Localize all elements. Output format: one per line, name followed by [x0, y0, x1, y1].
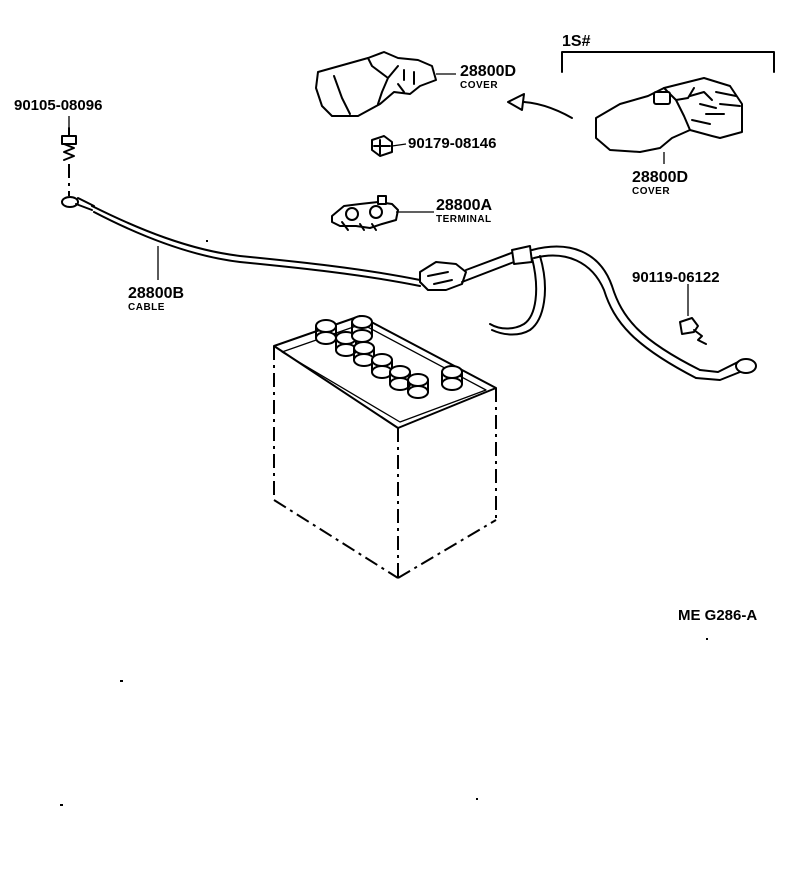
screw-illustration	[679, 317, 707, 345]
terminal-name: TERMINAL	[436, 214, 492, 225]
cover-left-callout: 28800D COVER	[436, 63, 516, 91]
cable-name: CABLE	[128, 302, 165, 313]
cover-right-name: COVER	[632, 186, 670, 197]
terminal-callout: 28800A TERMINAL	[396, 197, 492, 225]
bolt-illustration	[61, 127, 77, 196]
nut-illustration	[371, 135, 393, 157]
screw-number: 90119-06122	[632, 269, 720, 286]
terminal-number: 28800A	[436, 197, 492, 214]
cover-right-number: 28800D	[632, 169, 688, 186]
battery-illustration	[273, 315, 497, 579]
cover-right-illustration	[595, 77, 743, 153]
screw-callout: 90119-06122	[632, 269, 720, 316]
cable-number: 28800B	[128, 285, 184, 302]
direction-arrow	[507, 93, 573, 119]
cover-right-callout: 28800D COVER	[632, 152, 688, 197]
terminal-illustration	[331, 195, 399, 231]
group-bracket: 1S#	[561, 33, 775, 73]
bolt-number: 90105-08096	[14, 97, 102, 114]
diagram-code: ME G286-A	[678, 607, 757, 624]
nut-callout: 90179-08146	[391, 135, 496, 152]
battery-caps	[315, 315, 463, 399]
nut-number: 90179-08146	[408, 135, 496, 152]
cable-illustration	[61, 196, 757, 381]
scan-specks	[60, 240, 708, 806]
group-label: 1S#	[562, 33, 591, 50]
cable-callout: 28800B CABLE	[128, 246, 184, 313]
bolt-callout: 90105-08096	[14, 97, 102, 128]
cover-left-name: COVER	[460, 80, 498, 91]
cover-left-number: 28800D	[460, 63, 516, 80]
cover-left-illustration	[315, 51, 437, 117]
